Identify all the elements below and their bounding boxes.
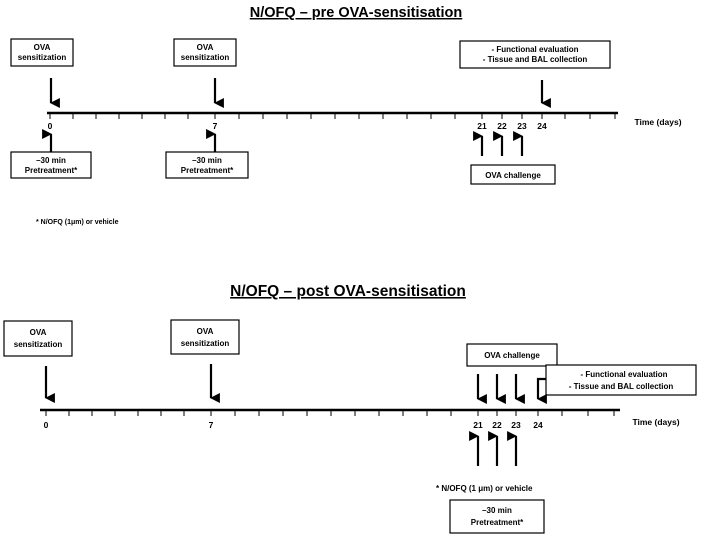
tick-label-day23: 23 <box>517 121 527 131</box>
footnote-2: * N/OFQ (1 μm) or vehicle <box>436 484 533 493</box>
tick-label-day21: 21 <box>477 121 487 131</box>
timeline-axis-2: 0 7 21 22 23 24 Time (days) <box>40 408 680 430</box>
challenge-box: OVA challenge <box>466 343 558 367</box>
panel-1-title: N/OFQ – pre OVA-sensitisation <box>250 5 462 21</box>
pretreatment-line-1: –30 min <box>36 156 66 165</box>
endpoint-line-2: - Tissue and BAL collection <box>483 55 588 64</box>
tick-label-day21: 21 <box>473 420 483 430</box>
sensitization-box-day0: OVA sensitization <box>3 320 73 357</box>
tick-label-day24: 24 <box>533 420 543 430</box>
panel-pre-sensitisation: N/OFQ – pre OVA-sensitisation OVA sensit… <box>10 5 682 226</box>
sensitization-box-label-2: sensitization <box>181 339 230 348</box>
down-arrow-icon <box>536 377 547 404</box>
sensitization-box-day7: OVA sensitization <box>170 319 240 355</box>
pretreatment-box: –30 min Pretreatment* <box>449 499 545 534</box>
panel-post-sensitisation: N/OFQ – post OVA-sensitisation OVA sensi… <box>3 283 697 534</box>
endpoint-line-1: - Functional evaluation <box>580 370 667 379</box>
pretreatment-box-day7: –30 min Pretreatment* <box>165 151 249 179</box>
tick-label-day0: 0 <box>44 420 49 430</box>
endpoint-line-1: - Functional evaluation <box>491 45 578 54</box>
sensitization-box-day7: OVA sensitization <box>173 38 237 67</box>
sensitization-box-day0: OVA sensitization <box>10 38 74 67</box>
challenge-box: OVA challenge <box>470 164 556 185</box>
challenge-label: OVA challenge <box>484 351 540 360</box>
tick-label-day0: 0 <box>48 121 53 131</box>
pretreatment-box-day0: –30 min Pretreatment* <box>10 151 92 179</box>
challenge-label: OVA challenge <box>485 171 541 180</box>
tick-label-day7: 7 <box>213 121 218 131</box>
tick-label-day22: 22 <box>497 121 507 131</box>
panel-2-title: N/OFQ – post OVA-sensitisation <box>230 283 466 300</box>
tick-label-day24: 24 <box>537 121 547 131</box>
sensitization-box-label-2: sensitization <box>14 340 63 349</box>
sensitization-box-label-1: OVA <box>30 328 47 337</box>
time-axis-label: Time (days) <box>634 117 681 127</box>
endpoint-box: - Functional evaluation - Tissue and BAL… <box>545 364 697 396</box>
pretreatment-line-2: Pretreatment* <box>181 166 234 175</box>
sensitization-box-label-1: OVA <box>34 43 51 52</box>
tick-label-day7: 7 <box>209 420 214 430</box>
pretreatment-line-2: Pretreatment* <box>471 518 524 527</box>
pretreatment-line-1: –30 min <box>192 156 222 165</box>
sensitization-box-label-2: sensitization <box>18 53 67 62</box>
sensitization-box-label-1: OVA <box>197 327 214 336</box>
timeline-axis-1: 0 7 21 22 23 24 Time (days) <box>47 111 682 131</box>
endpoint-box: - Functional evaluation - Tissue and BAL… <box>459 40 611 69</box>
tick-label-day23: 23 <box>511 420 521 430</box>
footnote-1: * N/OFQ (1μm) or vehicle <box>36 219 119 226</box>
pretreatment-line-1: –30 min <box>482 506 512 515</box>
endpoint-line-2: - Tissue and BAL collection <box>569 382 674 391</box>
tick-label-day22: 22 <box>492 420 502 430</box>
time-axis-label: Time (days) <box>632 417 679 427</box>
pretreatment-line-2: Pretreatment* <box>25 166 78 175</box>
sensitization-box-label-1: OVA <box>197 43 214 52</box>
sensitization-box-label-2: sensitization <box>181 53 230 62</box>
